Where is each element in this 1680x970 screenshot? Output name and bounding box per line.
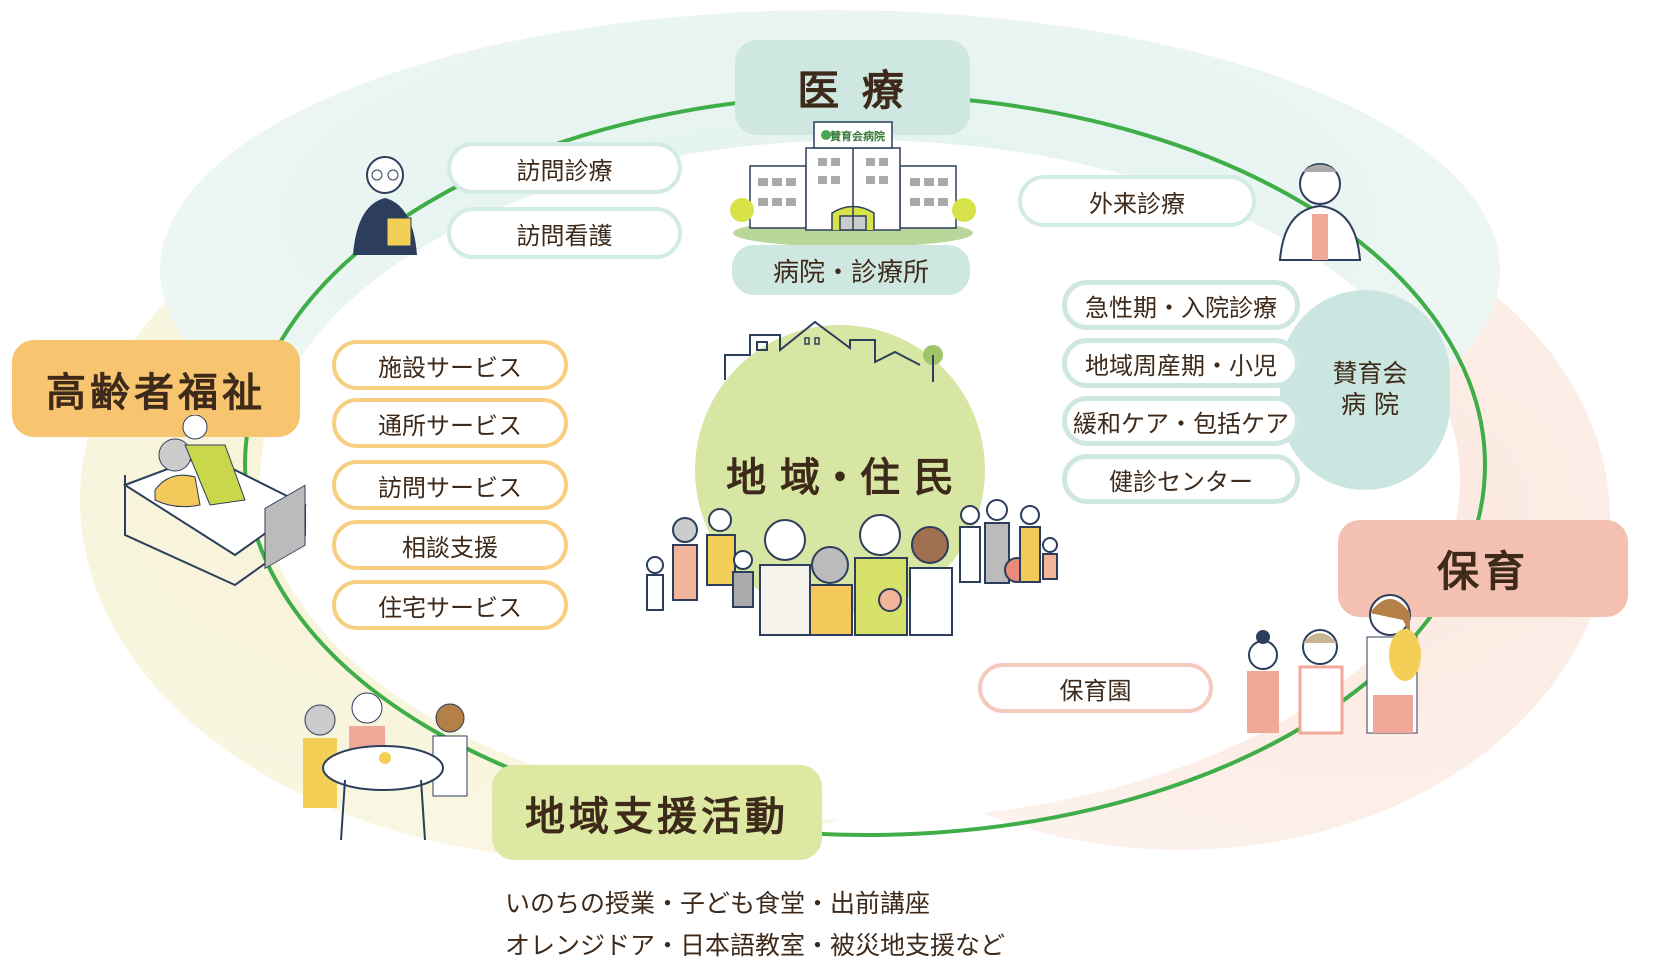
community-activities-line1: いのちの授業・子ども食堂・出前講座 [505,889,931,918]
hospital-name: 賛育会 病 院 [1300,358,1440,420]
community-title: 地域支援活動 [525,793,789,840]
nurse-illustration [353,156,417,255]
hospital-bubble [1280,290,1450,490]
hospital-name-line2: 病 院 [1341,390,1399,419]
elderly-service-housing: 住宅サービス [332,580,568,630]
service-pill-home-visit-nursing: 訪問看護 [447,207,682,259]
elderly-service-day: 通所サービス [332,398,568,448]
childcare-service-nursery: 保育園 [978,663,1213,713]
elderly-title: 高齢者福祉 [46,369,266,416]
community-center-label: 地 域・住 民 [726,455,954,501]
hospital-service-palliative-care: 緩和ケア・包括ケア [1062,396,1300,446]
service-pill-home-visit-medical: 訪問診療 [447,142,682,194]
doctor-illustration [1278,163,1362,261]
residents-illustration [646,499,1058,636]
facility-label-text: 病院・診療所 [772,257,929,288]
elderly-service-visit: 訪問サービス [332,460,568,510]
facility-label: 病院・診療所 [732,245,970,295]
hospital-service-perinatal-pediatric: 地域周産期・小児 [1062,338,1300,388]
care-bed-illustration [122,415,307,587]
elderly-service-consultation: 相談支援 [332,520,568,570]
family-illustration [1247,594,1421,735]
elderly-service-facility: 施設サービス [332,340,568,390]
community-activities-line2: オレンジドア・日本語教室・被災地支援など [505,931,1006,960]
hospital-service-health-check-center: 健診センター [1062,454,1300,504]
childcare-title: 保育 [1436,547,1529,596]
elderly-category-label: 高齢者福祉 [12,340,300,437]
hospital-sign: 賛育会病院 [830,130,885,143]
community-table-illustration [303,692,468,841]
hospital-service-acute-care: 急性期・入院診療 [1062,280,1300,330]
medical-category-label: 医 療 [735,40,970,135]
city-skyline-illustration [724,320,943,382]
hospital-building-illustration [730,121,976,247]
hospital-name-line1: 賛育会 [1332,359,1408,388]
service-pill-outpatient: 外来診療 [1018,175,1256,227]
medical-title: 医 療 [797,66,908,115]
community-category-label: 地域支援活動 [492,765,822,860]
